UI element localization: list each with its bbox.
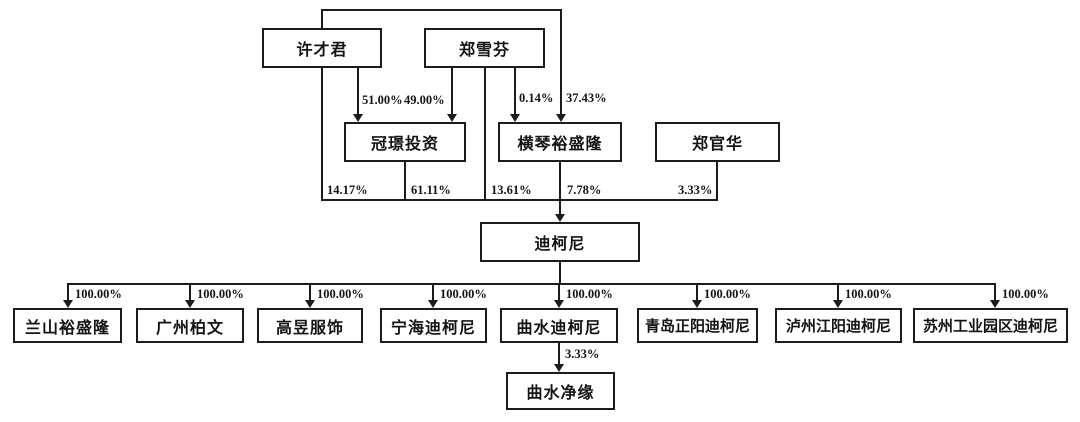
node-label: 曲水迪柯尼 [516, 319, 602, 337]
node-label: 曲水净缘 [526, 385, 595, 402]
pct-dikeni-gaoyu: 100.00% [317, 287, 364, 301]
node-ninghai-dikeni: 宁海迪柯尼 [380, 308, 487, 343]
pct-xu-caijun-hengqin: 37.43% [566, 91, 607, 105]
connector-line [432, 284, 434, 301]
node-hengqin-yushenglong: 横琴裕盛隆 [498, 122, 622, 162]
connector-line [321, 9, 323, 29]
connector-line [696, 284, 698, 301]
node-label: 青岛正阳迪柯尼 [644, 319, 750, 335]
node-guangzhou-bowen: 广州柏文 [136, 308, 244, 343]
arrowhead-down-icon [305, 300, 315, 308]
arrowhead-down-icon [428, 300, 438, 308]
connector-line [321, 9, 562, 11]
connector-line [837, 284, 839, 301]
connector-line [559, 261, 561, 285]
connector-line [321, 199, 718, 201]
pct-zheng-guanhua-dikeni: 3.33% [678, 183, 713, 197]
node-suzhou-industrial-park-dikeni: 苏州工业园区迪柯尼 [913, 308, 1068, 343]
connector-line [558, 284, 560, 301]
connector-line [67, 284, 69, 301]
node-label: 横琴裕盛隆 [517, 136, 603, 153]
node-qingdao-zhengyang-dikeni: 青岛正阳迪柯尼 [637, 308, 758, 343]
node-guanjing-investment: 冠璟投资 [344, 122, 466, 162]
connector-line [559, 161, 561, 214]
arrowhead-down-icon [833, 300, 843, 308]
connector-line [67, 283, 996, 285]
connector-line [716, 161, 718, 201]
connector-line [451, 67, 453, 114]
connector-line [309, 284, 311, 301]
pct-zheng-xuefen-dikeni: 13.61% [491, 183, 532, 197]
node-label: 郑官华 [691, 136, 743, 153]
pct-guanjing-dikeni: 61.11% [411, 183, 451, 197]
connector-line [514, 67, 516, 114]
pct-hengqin-dikeni: 7.78% [567, 183, 602, 197]
node-dikeni: 迪柯尼 [480, 222, 640, 262]
arrowhead-down-icon [555, 214, 565, 222]
node-lanshan-yushenglong: 兰山裕盛隆 [13, 308, 122, 343]
pct-dikeni-qingdao: 100.00% [704, 287, 751, 301]
node-label: 宁海迪柯尼 [390, 319, 476, 337]
arrowhead-down-icon [554, 364, 564, 372]
pct-dikeni-suzhou: 100.00% [1002, 287, 1049, 301]
arrowhead-down-icon [990, 300, 1000, 308]
arrowhead-down-icon [185, 300, 195, 308]
node-qushui-jingyuan: 曲水净缘 [506, 372, 615, 410]
node-label: 兰山裕盛隆 [24, 319, 110, 337]
arrowhead-down-icon [510, 114, 520, 122]
node-label: 许才君 [296, 42, 348, 59]
connector-line [558, 342, 560, 365]
node-gaoyu-fushi: 高昱服饰 [257, 308, 363, 343]
pct-dikeni-qushui: 100.00% [566, 287, 613, 301]
node-label: 冠璟投资 [370, 136, 439, 153]
connector-line [357, 67, 359, 114]
node-label: 广州柏文 [155, 319, 224, 337]
arrowhead-down-icon [447, 114, 457, 122]
pct-dikeni-ninghai: 100.00% [440, 287, 487, 301]
arrowhead-down-icon [556, 114, 566, 122]
connector-line [994, 284, 996, 301]
node-label: 迪柯尼 [534, 236, 586, 253]
node-zheng-guanhua: 郑官华 [655, 122, 780, 162]
connector-line [560, 10, 562, 114]
connector-line [189, 284, 191, 301]
pct-xu-caijun-dikeni: 14.17% [327, 183, 368, 197]
node-qushui-dikeni: 曲水迪柯尼 [500, 308, 618, 343]
node-zheng-xuefen: 郑雪芬 [424, 28, 545, 68]
pct-qushui-dikeni-jingyuan: 3.33% [565, 347, 600, 361]
arrowhead-down-icon [63, 300, 73, 308]
pct-xu-caijun-guanjing: 51.00% [362, 93, 403, 107]
pct-dikeni-bowen: 100.00% [197, 287, 244, 301]
arrowhead-down-icon [692, 300, 702, 308]
arrowhead-down-icon [554, 300, 564, 308]
pct-dikeni-luzhou: 100.00% [845, 287, 892, 301]
node-label: 高昱服饰 [275, 319, 344, 337]
connector-line [484, 67, 486, 201]
connector-line [321, 67, 323, 201]
node-label: 郑雪芬 [458, 42, 510, 59]
pct-dikeni-lanshan: 100.00% [75, 287, 122, 301]
node-label: 泸州江阳迪柯尼 [785, 319, 891, 335]
node-luzhou-jiangyang-dikeni: 泸州江阳迪柯尼 [775, 308, 902, 343]
node-label: 苏州工业园区迪柯尼 [922, 319, 1058, 335]
arrowhead-down-icon [353, 114, 363, 122]
node-xu-caijun: 许才君 [262, 28, 382, 68]
connector-line [404, 161, 406, 201]
pct-zheng-xuefen-hengqin: 0.14% [519, 91, 554, 105]
pct-zheng-xuefen-guanjing: 49.00% [404, 93, 445, 107]
